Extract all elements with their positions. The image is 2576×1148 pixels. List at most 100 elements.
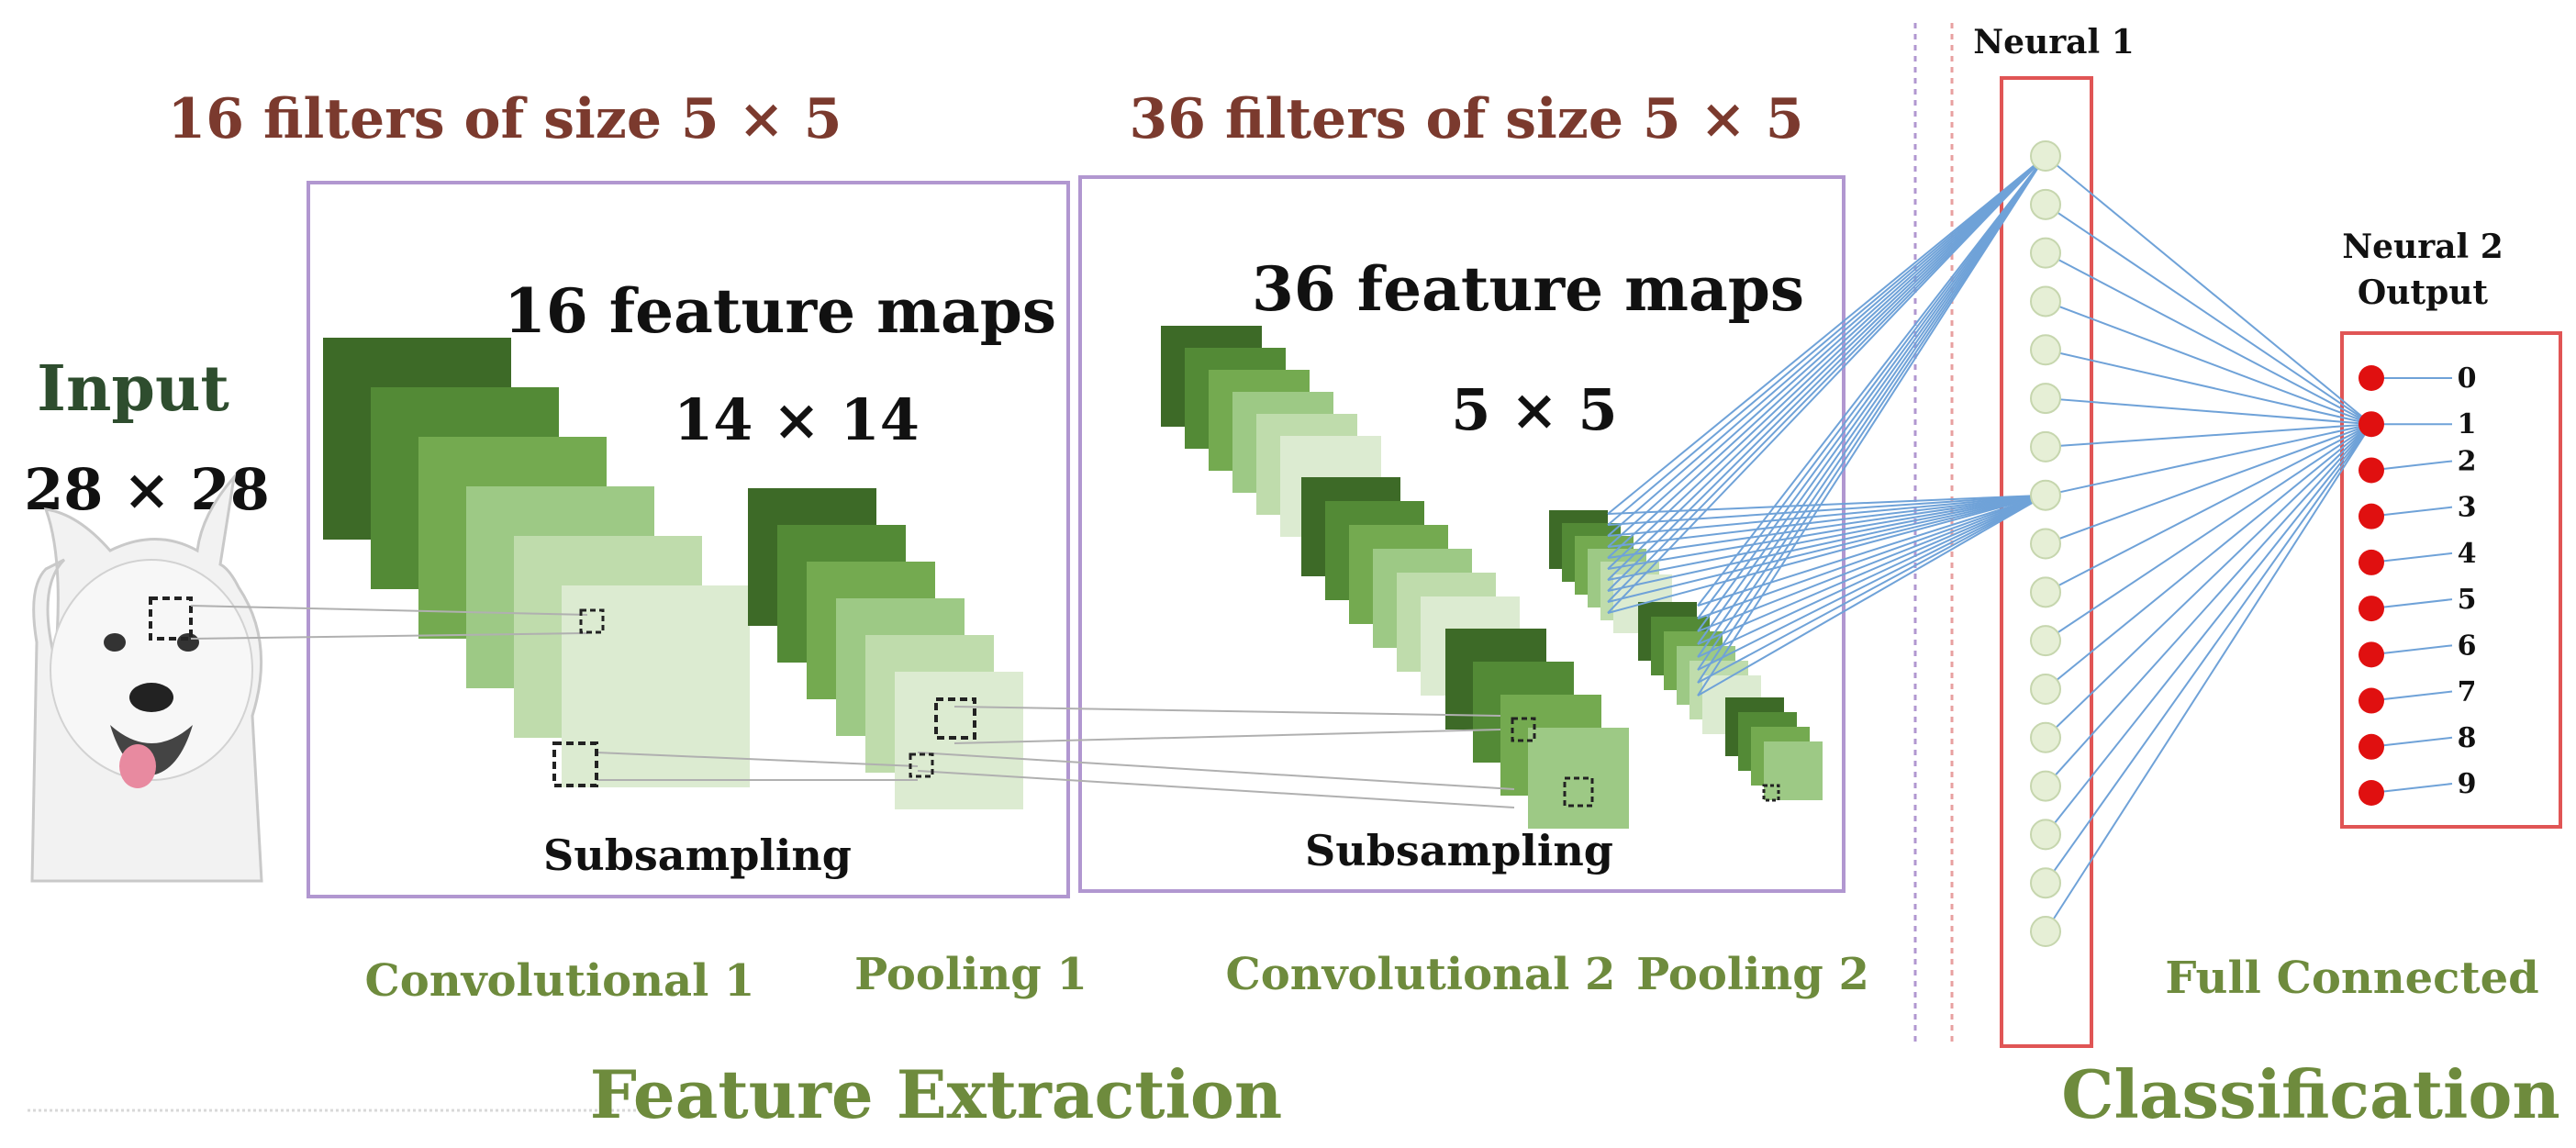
fc-line-output-7 <box>2370 690 2453 702</box>
conv2-filter-box <box>1563 776 1594 808</box>
fc-line-hidden-10 <box>2045 423 2372 641</box>
fc-line-hidden-5 <box>2045 397 2372 426</box>
conv1-filter-box <box>552 741 598 787</box>
fc-line-pool-b-1 <box>1607 494 2046 526</box>
hidden-neuron-11 <box>2030 625 2061 657</box>
input-receptive-field <box>149 596 193 641</box>
fc-line-pool-b-0 <box>1607 494 2046 515</box>
conv1-feature-maps <box>323 338 750 787</box>
fc-line-pool-a-5 <box>1607 155 2046 570</box>
fc-line-output-4 <box>2370 552 2453 563</box>
pool1-label: Pooling 1 <box>854 949 1087 1000</box>
fc-line-output-5 <box>2370 598 2453 610</box>
block2-subsampling-label: Subsampling <box>1305 826 1613 875</box>
fc-line-hidden-7 <box>2045 423 2372 496</box>
fc-line-hidden-3 <box>2045 300 2372 426</box>
hidden-neuron-3 <box>2030 237 2061 269</box>
hidden-neuron-5 <box>2030 334 2061 366</box>
hidden-neuron-15 <box>2030 819 2061 851</box>
hidden-neuron-1 <box>2030 140 2061 172</box>
fc-line-pool-a-13 <box>1697 155 2046 645</box>
output-label: Output <box>2358 273 2489 312</box>
fc-line-hidden-2 <box>2045 251 2372 426</box>
output-digit-5: 5 <box>2458 584 2477 616</box>
fc-line-pool-b-7 <box>1607 494 2046 592</box>
hidden-neuron-14 <box>2030 770 2061 802</box>
fc-line-hidden-6 <box>2045 423 2372 448</box>
output-digit-2: 2 <box>2458 445 2477 477</box>
fc-connections <box>1607 155 2453 932</box>
fc-line-hidden-11 <box>2045 423 2372 690</box>
fc-line-pool-a-4 <box>1607 155 2046 559</box>
fc-line-pool-a-0 <box>1607 155 2046 515</box>
hidden-neuron-8 <box>2030 479 2061 511</box>
output-neuron-9 <box>2359 780 2384 806</box>
output-digit-9: 9 <box>2458 768 2477 800</box>
fc-line-pool-b-8 <box>1607 494 2046 603</box>
block2-filters-title: 36 filters of size 5 × 5 <box>1130 87 1804 151</box>
hidden-neuron-2 <box>2030 188 2061 220</box>
fc-line-hidden-15 <box>2045 423 2372 884</box>
block1-frame <box>307 181 1070 898</box>
fc-line-pool-a-12 <box>1697 155 2046 632</box>
output-neuron-1 <box>2359 411 2384 438</box>
fc-line-output-2 <box>2370 460 2453 472</box>
pool1-map-6 <box>895 672 1023 809</box>
fc-line-pool-b-15 <box>1697 494 2046 671</box>
conv1-receptive-box <box>579 608 605 634</box>
conv2-receptive-box <box>1511 717 1536 742</box>
hidden-neuron-16 <box>2030 867 2061 899</box>
output-digit-3: 3 <box>2458 492 2477 524</box>
hidden-neuron-17 <box>2030 916 2061 947</box>
output-frame <box>2340 331 2562 829</box>
output-neuron-8 <box>2359 733 2384 760</box>
output-neuron-2 <box>2359 457 2384 484</box>
feature-extraction-label: Feature Extraction <box>590 1055 1283 1133</box>
fc-line-pool-a-11 <box>1697 155 2046 619</box>
receptive-field-lines <box>190 605 1515 808</box>
fc-line-hidden-13 <box>2045 423 2372 787</box>
output-neuron-4 <box>2359 549 2384 575</box>
fc-line-pool-b-4 <box>1607 494 2046 559</box>
block2-size-label: 5 × 5 <box>1451 376 1617 443</box>
pool2-map-c-4 <box>1764 741 1823 800</box>
classification-label: Classification <box>2061 1055 2560 1133</box>
fc-line-output-8 <box>2370 736 2453 748</box>
pool2-receptive-box <box>1762 784 1780 802</box>
fc-line-pool-a-16 <box>1697 155 2046 684</box>
fc-line-hidden-8 <box>2045 423 2372 545</box>
output-neuron-6 <box>2359 641 2384 668</box>
output-neuron-3 <box>2359 503 2384 529</box>
output-digit-4: 4 <box>2458 538 2477 570</box>
fc-line-pool-a-17 <box>1697 155 2046 697</box>
fc-line-pool-b-16 <box>1697 494 2046 684</box>
pool2-label: Pooling 2 <box>1636 949 1869 1000</box>
hidden-neurons <box>2030 140 2061 947</box>
fc-line-pool-b-12 <box>1697 494 2046 632</box>
hidden-neuron-6 <box>2030 383 2061 415</box>
fc-line-hidden-16 <box>2045 423 2372 932</box>
block2-maps-label: 36 feature maps <box>1252 253 1804 325</box>
fc-line-hidden-14 <box>2045 423 2372 835</box>
fc-line-pool-a-8 <box>1607 155 2046 603</box>
fc-line-pool-b-3 <box>1607 494 2046 548</box>
hidden-neuron-7 <box>2030 430 2061 463</box>
block1-filters-title: 16 filters of size 5 × 5 <box>168 87 842 151</box>
hidden-neuron-10 <box>2030 576 2061 608</box>
fc-line-hidden-0 <box>2045 155 2372 425</box>
fc-line-pool-a-2 <box>1607 155 2046 537</box>
fc-line-pool-b-6 <box>1607 494 2046 581</box>
block1-size-label: 14 × 14 <box>674 386 920 453</box>
fc-line-pool-b-9 <box>1607 494 2046 614</box>
output-digit-0: 0 <box>2458 362 2477 395</box>
fc-line-pool-b-13 <box>1697 494 2046 645</box>
fc-line-pool-a-9 <box>1607 155 2046 614</box>
fc-line-pool-b-14 <box>1697 494 2046 658</box>
pool2-feature-maps <box>1549 510 1823 800</box>
neural1-frame <box>2000 76 2093 1048</box>
fc-line-output-6 <box>2370 644 2453 656</box>
fc-line-hidden-9 <box>2045 423 2372 594</box>
fc-line-pool-b-5 <box>1607 494 2046 570</box>
fc-line-hidden-12 <box>2045 423 2372 739</box>
